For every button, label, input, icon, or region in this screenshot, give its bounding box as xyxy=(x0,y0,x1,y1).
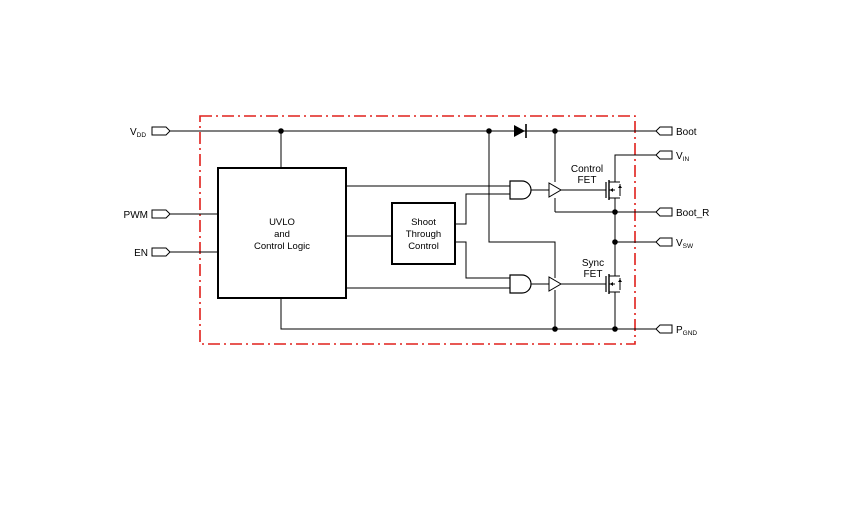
control-fet-label-line1: Control xyxy=(571,164,603,175)
buffer-icon xyxy=(548,182,562,198)
sync-fet-mosfet-icon xyxy=(605,272,622,296)
pin-label-vsw: VSW xyxy=(676,238,694,250)
and-gate-icon xyxy=(509,180,532,200)
wires xyxy=(170,130,656,330)
control-fet-mosfet-icon xyxy=(605,178,622,202)
pin-connector-icon xyxy=(655,237,673,247)
pin-label-boot-r: Boot_R xyxy=(676,208,709,219)
pin-connector-icon xyxy=(655,324,673,334)
control-fet-label-line2: FET xyxy=(578,175,597,186)
pin-label-pwm: PWM xyxy=(124,210,148,221)
junctions xyxy=(278,128,618,332)
pin-label-vdd: VDD xyxy=(130,127,146,139)
bootstrap-diode-icon xyxy=(514,124,527,138)
uvlo-label-line2: and xyxy=(274,229,290,240)
pin-label-en: EN xyxy=(134,248,148,259)
uvlo-control-logic-block: UVLO and Control Logic xyxy=(217,167,347,299)
shoot-through-control-block: Shoot Through Control xyxy=(391,202,456,265)
buffer-icon xyxy=(548,276,562,292)
shoot-through-label-line2: Through xyxy=(406,229,441,240)
device-boundary xyxy=(199,115,636,345)
sync-fet-label-line2: FET xyxy=(584,269,603,280)
uvlo-label-line3: Control Logic xyxy=(254,241,310,252)
uvlo-label-line1: UVLO xyxy=(269,217,295,228)
shoot-through-label-line3: Control xyxy=(408,241,439,252)
pin-connector-icon xyxy=(151,126,171,136)
sync-fet-label-line1: Sync xyxy=(582,258,604,269)
pin-connector-icon xyxy=(655,207,673,217)
pin-label-pgnd: PGND xyxy=(676,325,697,337)
shoot-through-label-line1: Shoot xyxy=(411,217,436,228)
pin-connector-icon xyxy=(151,209,171,219)
pin-label-vin: VIN xyxy=(676,151,689,163)
pin-connector-icon xyxy=(655,150,673,160)
and-gate-icon xyxy=(509,274,532,294)
pin-connector-icon xyxy=(151,247,171,257)
pin-label-boot: Boot xyxy=(676,127,697,138)
pin-connector-icon xyxy=(655,126,673,136)
